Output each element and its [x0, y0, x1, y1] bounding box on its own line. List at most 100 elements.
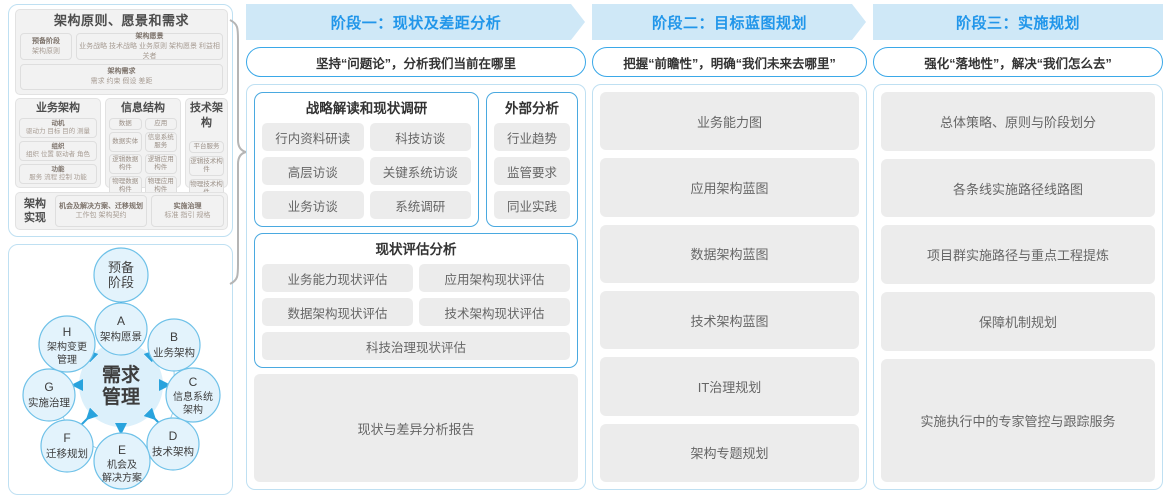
architecture-requirements-cell: 架构需求 需求 约束 假设 差距	[20, 64, 223, 90]
chip-program-implementation-path[interactable]: 项目群实施路径与重点工程提炼	[881, 225, 1155, 285]
business-architecture-groups: 动机 驱动力 目标 目的 测量 组织 组织 位置 驱动者 角色 功能 服务 流程…	[19, 118, 97, 184]
chip-it-governance-planning[interactable]: IT治理规划	[600, 357, 859, 416]
chip-system-survey[interactable]: 系统调研	[369, 191, 471, 219]
stage-2-header: 阶段二：目标蓝图规划	[592, 4, 868, 40]
adm-phase-h-key: H	[63, 325, 72, 339]
chip-expert-control-tracking-service[interactable]: 实施执行中的专家管控与跟踪服务	[881, 358, 1155, 482]
chip-data-architecture-assessment[interactable]: 数据架构现状评估	[262, 298, 413, 326]
organization-title: 组织	[51, 143, 65, 150]
strategy-research-panel: 战略解读和现状调研 行内资料研读 科技访谈 高层访谈 关键系统访谈 业务访谈 系…	[254, 92, 479, 227]
architecture-vision-sub: 业务战略 技术战略 业务原则 架构愿景 利益相关者	[79, 42, 220, 60]
strategy-research-row-3: 业务访谈 系统调研	[262, 191, 471, 219]
chip-architecture-topic-planning[interactable]: 架构专题规划	[600, 423, 859, 482]
logical-application-component-cell: 逻辑应用构件	[144, 154, 177, 174]
adm-phase-h-label-line1: 架构变更	[47, 340, 87, 353]
strategy-research-title: 战略解读和现状调研	[305, 101, 428, 116]
adm-phase-f-circle	[40, 419, 94, 473]
implementation-governance-title: 实施治理	[173, 202, 202, 210]
logical-data-component-cell: 逻辑数据构件	[109, 154, 142, 174]
stage-1-column: 阶段一：现状及差距分析 坚持“问题论”，分析我们当前在哪里 战略解读和现状调研 …	[246, 4, 587, 490]
adm-phase-h-label-line2: 管理	[57, 353, 77, 366]
chip-technology-architecture-assessment[interactable]: 技术架构现状评估	[419, 298, 570, 326]
adm-phase-b-circle	[147, 318, 201, 372]
stage-3-header: 阶段三：实施规划	[873, 4, 1163, 40]
adm-phase-e-circle	[93, 432, 151, 490]
architecture-realization-label: 架构实现	[24, 198, 46, 224]
chip-industry-trend[interactable]: 行业趋势	[494, 123, 570, 151]
business-architecture-column: 业务架构 动机 驱动力 目标 目的 测量 组织 组织 位置 驱动者 角色 功能 …	[15, 98, 101, 188]
stage-3-title: 阶段三：实施规划	[955, 14, 1080, 32]
organization-sub: 组织 位置 驱动者 角色	[26, 151, 90, 158]
preliminary-phase-title: 预备阶段	[32, 37, 60, 45]
chip-business-capability-map[interactable]: 业务能力图	[600, 92, 859, 151]
architecture-requirements-sub: 需求 约束 假设 差距	[90, 78, 153, 85]
stage-2-body: 业务能力图 应用架构蓝图 数据架构蓝图 技术架构蓝图 IT治理规划 架构专题规划	[592, 84, 867, 490]
chip-internal-docs-review[interactable]: 行内资料研读	[262, 123, 364, 151]
application-subcolumn: 应用 信息系统服务 逻辑应用构件 物理应用构件	[144, 118, 177, 196]
stage-1-chevron-icon	[565, 4, 587, 40]
adm-phase-c-key: C	[189, 375, 198, 389]
current-state-assessment-panel: 现状评估分析 业务能力现状评估 应用架构现状评估 数据架构现状评估 技术架构现状…	[254, 233, 578, 368]
adm-center-label-line1: 需求	[102, 363, 141, 386]
togaf-left-panel: 架构原则、愿景和需求 预备阶段 架构原则 架构愿景 业务战略 技术战略 业务原则…	[8, 4, 233, 495]
chip-tech-interview[interactable]: 科技访谈	[369, 123, 471, 151]
preliminary-phase-sub: 架构原则	[32, 47, 60, 55]
chip-key-system-interview[interactable]: 关键系统访谈	[369, 157, 471, 185]
information-structure-subcolumns: 数据 数据实体 逻辑数据构件 物理数据构件 应用 信息系统服务 逻辑应用构件 物…	[109, 118, 177, 196]
adm-phase-d-circle	[146, 417, 200, 471]
information-structure-column: 信息结构 数据 数据实体 逻辑数据构件 物理数据构件 应用 信息系统服务 逻辑应…	[105, 98, 181, 196]
adm-phase-f-key: F	[63, 431, 70, 445]
adm-phase-c-circle	[165, 367, 221, 423]
adm-phase-h-circle	[38, 315, 96, 373]
adm-phase-f-label: 迁移规划	[46, 447, 88, 460]
strategy-research-row-1: 行内资料研读 科技访谈	[262, 123, 471, 151]
chip-line-implementation-roadmap[interactable]: 各条线实施路径线路图	[881, 158, 1155, 218]
chip-assurance-mechanism-planning[interactable]: 保障机制规划	[881, 292, 1155, 351]
architecture-realization-row: 架构实现 机会及解决方案、迁移规划 工作包 架构契约 实施治理 标准 指引 规格	[15, 192, 228, 230]
adm-preliminary-label-line1: 预备	[108, 260, 134, 275]
information-structure-head: 信息结构	[121, 102, 165, 114]
chip-regulatory-requirement[interactable]: 监管要求	[494, 157, 570, 185]
opportunity-migration-title: 机会及解决方案、迁移规划	[59, 202, 143, 210]
adm-phase-g-label: 实施治理	[28, 396, 70, 409]
stage-3-column: 阶段三：实施规划 强化“落地性”，解决“我们怎么去” 总体策略、原则与阶段划分 …	[873, 4, 1163, 490]
motivation-sub: 驱动力 目标 目的 测量	[26, 128, 90, 135]
chip-application-architecture-blueprint[interactable]: 应用架构蓝图	[600, 158, 859, 217]
architecture-requirements-title: 架构需求	[107, 68, 136, 75]
chip-data-architecture-blueprint[interactable]: 数据架构蓝图	[600, 224, 859, 283]
togaf-content-framework-card: 架构原则、愿景和需求 预备阶段 架构原则 架构愿景 业务战略 技术战略 业务原则…	[8, 4, 233, 237]
architecture-domain-columns: 业务架构 动机 驱动力 目标 目的 测量 组织 组织 位置 驱动者 角色 功能 …	[15, 98, 228, 199]
stage-2-chevron-icon	[846, 4, 868, 40]
adm-phase-g-circle	[22, 368, 76, 422]
assessment-row-1: 业务能力现状评估 应用架构现状评估	[262, 264, 570, 292]
adm-center-label-line2: 管理	[102, 385, 140, 408]
organization-cell: 组织 组织 位置 驱动者 角色	[19, 141, 97, 161]
motivation-cell: 动机 驱动力 目标 目的 测量	[19, 118, 97, 138]
adm-phase-e-key: E	[118, 443, 126, 457]
function-sub: 服务 流程 控制 功能	[29, 174, 87, 181]
stage-1-body: 战略解读和现状调研 行内资料研读 科技访谈 高层访谈 关键系统访谈 业务访谈 系…	[246, 84, 586, 490]
adm-cycle-card: 需求 管理 预备 阶段 A 架构愿景	[8, 244, 233, 495]
adm-preliminary-label-line2: 阶段	[108, 275, 134, 290]
application-subcolumn-title: 应用	[144, 118, 177, 130]
chip-application-architecture-assessment[interactable]: 应用架构现状评估	[419, 264, 570, 292]
data-entity-cell: 数据实体	[109, 132, 142, 152]
chip-overall-strategy-principles-phases[interactable]: 总体策略、原则与阶段划分	[881, 92, 1155, 151]
stage-1-top-row: 战略解读和现状调研 行内资料研读 科技访谈 高层访谈 关键系统访谈 业务访谈 系…	[254, 92, 578, 227]
chip-peer-practice[interactable]: 同业实践	[494, 191, 570, 219]
function-cell: 功能 服务 流程 控制 功能	[19, 164, 97, 184]
logical-technology-component-cell: 逻辑技术构件	[189, 156, 224, 176]
chip-business-capability-assessment[interactable]: 业务能力现状评估	[262, 264, 413, 292]
strategy-research-row-2: 高层访谈 关键系统访谈	[262, 157, 471, 185]
chip-tech-governance-assessment[interactable]: 科技治理现状评估	[262, 332, 570, 360]
external-analysis-title: 外部分析	[505, 101, 559, 116]
architecture-vision-cell: 架构愿景 业务战略 技术战略 业务原则 架构愿景 利益相关者	[76, 33, 223, 60]
chip-executive-interview[interactable]: 高层访谈	[262, 157, 364, 185]
adm-cycle-diagram: 需求 管理 预备 阶段 A 架构愿景	[22, 247, 221, 490]
platform-service-cell: 平台服务	[189, 141, 224, 153]
current-state-gap-report[interactable]: 现状与差异分析报告	[254, 374, 578, 482]
adm-phase-a-circle	[94, 302, 148, 356]
chip-business-interview[interactable]: 业务访谈	[262, 191, 364, 219]
current-state-assessment-title: 现状评估分析	[375, 242, 457, 257]
chip-technology-architecture-blueprint[interactable]: 技术架构蓝图	[600, 290, 859, 350]
